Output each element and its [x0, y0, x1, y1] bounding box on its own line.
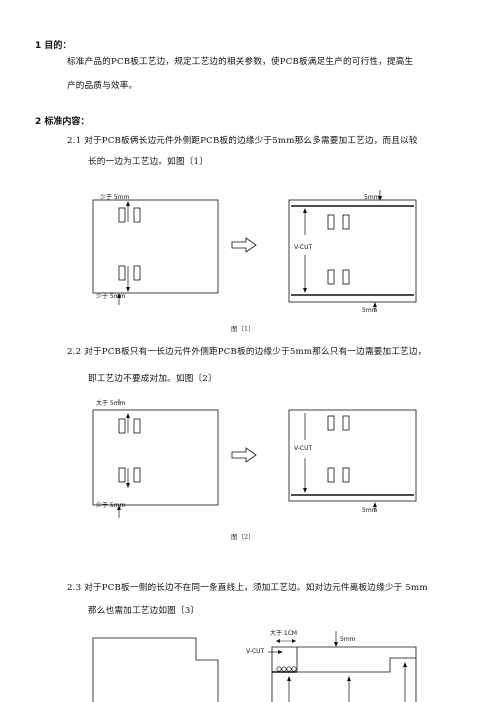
fig3-vcut-label: V-CUT: [246, 648, 265, 655]
section-2-heading: 2 标准内容：: [35, 117, 90, 127]
fig1-right-board: [288, 199, 417, 303]
fig1-component: [133, 207, 141, 223]
fig2-top-label: 大于 5mm: [96, 400, 126, 407]
fig1-right-bottom-label: 5mm: [362, 307, 378, 314]
fig2-right-bottom-label: 5mm: [362, 507, 378, 514]
fig1-caption: 图〔1〕: [231, 325, 255, 333]
para-2-3-line-1: 2.3 对于PCB板一侧的长边不在同一条直线上，须加工艺边。如对边元件离板边缘少…: [67, 583, 428, 593]
fig1-right-top-label: 5mm: [364, 194, 380, 201]
para-2-2-line-1: 2.2 对于PCB板只有一长边元件外侧距PCB板的边缘少于5mm那么只有一边需要…: [67, 347, 427, 357]
fig2-right-board: [288, 409, 417, 502]
fig1-vcut-label: V-CUT: [294, 244, 313, 251]
fig2-caption: 图〔2〕: [231, 533, 255, 541]
fig1-top-label: 少于 5mm: [100, 194, 130, 201]
fig1-component: [118, 207, 126, 223]
fig1-left-board: [92, 199, 219, 294]
fig3-right-label: 5mm: [340, 636, 356, 643]
section-1-heading: 1 目的：: [35, 41, 72, 51]
para-2-1-line-2: 长的一边为工艺边。如图〔1〕: [88, 157, 208, 167]
fig2-bottom-label: 少于 5mm: [96, 502, 126, 509]
fig2-vcut-label: V-CUT: [294, 445, 313, 452]
fig1-component: [118, 265, 126, 281]
fig3-left-board: [92, 637, 219, 702]
para-2-1-line-1: 2.1 对于PCB板俩长边元件外侧距PCB板的边缘少于5mm那么多需要加工艺边，…: [67, 136, 418, 146]
fig3-top-label: 大于 1CM: [270, 630, 298, 637]
section-1-line-2: 产的品质与效率。: [67, 81, 138, 91]
para-2-3-line-2: 那么也需加工艺边如图〔3〕: [88, 606, 200, 616]
para-2-2-line-2: 即工艺边不要成对加。如图〔2〕: [88, 374, 217, 384]
fig3-component-row: [276, 666, 297, 672]
fig3-right-board: [271, 646, 417, 702]
fig1-bottom-label: 少于 5mm: [96, 293, 126, 300]
fig2-left-board: [92, 409, 219, 506]
fig1-component: [133, 265, 141, 281]
section-1-line-1: 标准产品的PCB板工艺边，规定工艺边的相关参数，使PCB板满足生产的可行性，提高…: [67, 57, 414, 67]
